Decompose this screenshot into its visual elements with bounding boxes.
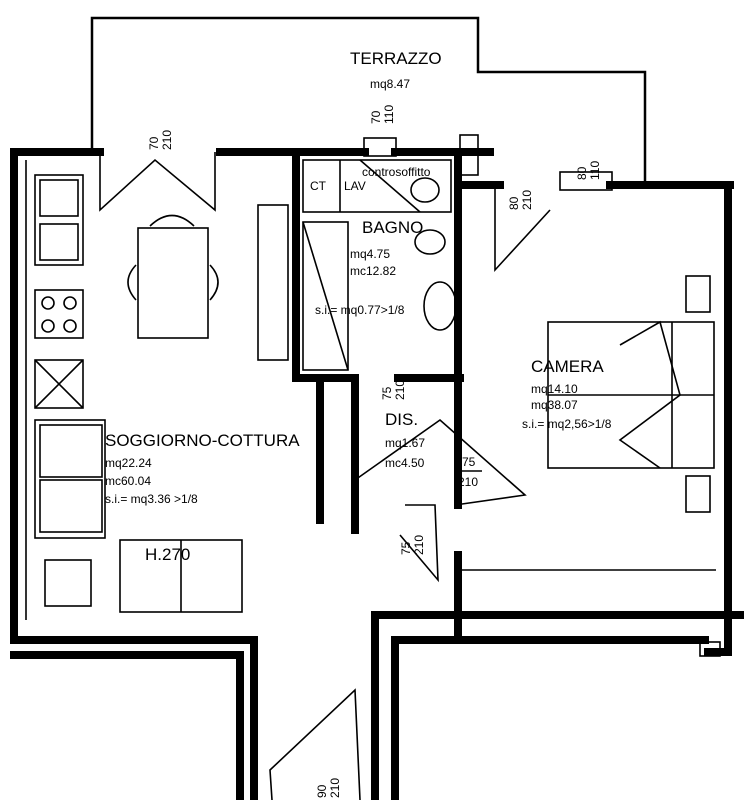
bathroom-fixtures [302,159,457,371]
dis-area: mq1.67 [385,436,425,450]
walls [10,148,744,800]
fixture-controsoffitto: controsoffitto [362,165,431,179]
bed [547,275,715,513]
terrazzo-area: mq8.47 [370,77,410,91]
opening-bagno-h: 110 [382,105,396,124]
dis-volume: mc4.50 [385,456,425,470]
terrace-outline [90,16,647,185]
opening-terrace-left: 70 210 [147,130,174,150]
opening-camera-door-w: 75 [462,455,476,469]
opening-camera-small: 80 210 [507,190,534,210]
bagno-volume: mc12.82 [350,264,396,278]
soggiorno-height: H.270 [145,545,190,564]
camera-title: CAMERA [531,357,604,376]
window-frames [363,134,721,657]
opening-soggiorno-door-h: 210 [412,535,426,555]
camera-area: mq14.10 [531,382,578,396]
opening-soggiorno-door: 75 210 [399,535,426,555]
opening-dis-w: 75 [380,386,394,400]
door-swings [99,152,551,800]
opening-terrace-left-h: 210 [160,130,174,150]
terrazzo-title: TERRAZZO [350,49,442,68]
opening-terrace-left-w: 70 [147,136,161,150]
camera-window-ratio: s.i.= mq2,56>1/8 [522,417,612,431]
opening-entrance-h: 210 [328,778,342,798]
camera-volume: mq38.07 [531,398,578,412]
soggiorno-volume: mc60.04 [105,474,151,488]
opening-bagno-w: 70 [369,110,383,124]
opening-dis: 75 210 [380,380,407,400]
bagno-window-ratio: s.i.= mq0.77>1/8 [315,303,405,317]
fixture-ct: CT [310,179,327,193]
opening-camera-door: 75 210 [455,455,482,489]
opening-camera-h: 110 [588,161,602,180]
dining-table [127,214,219,339]
soggiorno-title: SOGGIORNO-COTTURA [105,431,300,450]
dis-title: DIS. [385,410,418,429]
opening-camera-small-w: 80 [507,196,521,210]
bagno-area: mq4.75 [350,247,390,261]
opening-dis-h: 210 [393,380,407,400]
opening-camera-small-h: 210 [520,190,534,210]
soggiorno-window-ratio: s.i.= mq3.36 >1/8 [105,492,198,506]
bagno-title: BAGNO [362,218,423,237]
opening-entrance-w: 90 [315,784,329,798]
kitchen-fixtures [34,174,84,409]
opening-entrance: 90 210 [315,778,342,798]
opening-soggiorno-door-w: 75 [399,541,413,555]
opening-camera-w: 80 [575,166,589,180]
soggiorno-area: mq22.24 [105,456,152,470]
sofa [34,204,289,613]
opening-camera: 80 110 [575,161,602,180]
opening-camera-door-h: 210 [458,475,478,489]
opening-bagno: 70 110 [369,105,396,124]
fixture-lav: LAV [344,179,366,193]
